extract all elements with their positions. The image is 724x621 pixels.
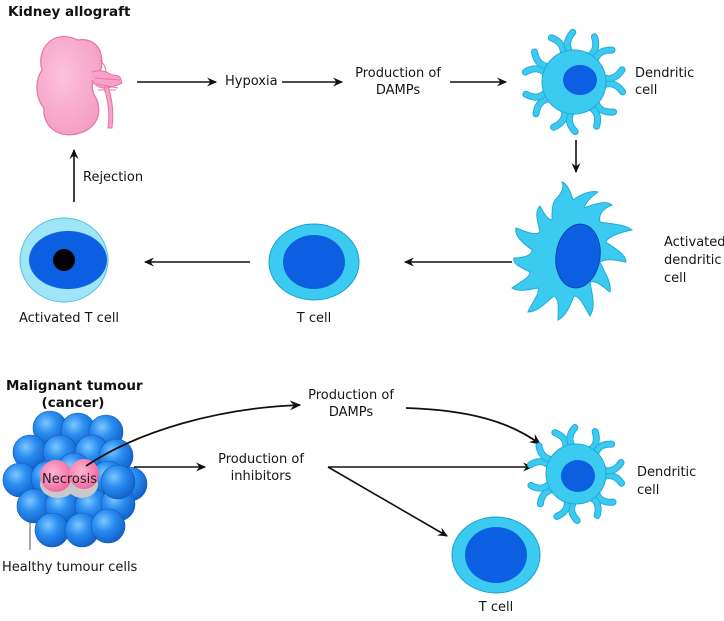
rejection-label: Rejection bbox=[83, 170, 144, 185]
nucleus bbox=[561, 460, 595, 492]
inhibitors-label-1: Production of bbox=[218, 452, 304, 467]
necrotic-cell bbox=[69, 459, 99, 489]
healthy-tumour-cells-label: Healthy tumour cells bbox=[2, 560, 138, 575]
damps-label-top-2: DAMPs bbox=[375, 83, 421, 98]
arrow-inhibitors-to-tcell bbox=[327, 466, 448, 537]
dendritic-label-top-2: cell bbox=[635, 83, 658, 98]
activated-dc-label-1: Activated bbox=[664, 235, 724, 250]
dendritic-cell-bottom-icon bbox=[526, 424, 626, 524]
activated-dc-label-3: cell bbox=[664, 271, 687, 286]
dendritic-cell-icon bbox=[521, 28, 627, 136]
tumour-cell bbox=[34, 512, 70, 548]
necrotic-cell bbox=[40, 460, 72, 492]
kidney-icon bbox=[36, 36, 123, 136]
nucleus bbox=[563, 65, 597, 95]
inhibitors-label-2: inhibitors bbox=[230, 469, 292, 484]
damps-label-bottom-1: Production of bbox=[308, 388, 394, 403]
activated-t-cell-label: Activated T cell bbox=[18, 311, 120, 326]
tumour-cluster-icon bbox=[2, 410, 148, 548]
kidney-allograft-title: Kidney allograft bbox=[8, 4, 131, 20]
damps-label-top-1: Production of bbox=[355, 66, 441, 81]
arrow-damps-to-dendritic-bottom bbox=[405, 407, 542, 445]
arrow-necrosis-to-damps bbox=[85, 400, 302, 467]
dendritic-label-bottom-2: cell bbox=[637, 483, 660, 498]
activated-dendritic-cell-icon bbox=[511, 181, 634, 321]
hypoxia-label: Hypoxia bbox=[225, 74, 278, 89]
dendritic-label-bottom-1: Dendritic bbox=[637, 465, 697, 480]
dendritic-label-top-1: Dendritic bbox=[635, 66, 695, 81]
t-cell-label-top: T cell bbox=[296, 311, 332, 326]
necrosis-label: Necrosis bbox=[42, 472, 98, 487]
t-cell-bottom-icon bbox=[451, 516, 541, 594]
damps-label-bottom-2: DAMPs bbox=[328, 405, 374, 420]
t-cell-label-bottom: T cell bbox=[478, 600, 514, 615]
malignant-tumour-title-1: Malignant tumour bbox=[6, 378, 143, 394]
tumour-cell bbox=[100, 464, 136, 500]
activated-t-cell-icon bbox=[19, 217, 109, 303]
activated-dc-label-2: dendritic bbox=[664, 253, 722, 268]
malignant-tumour-title-2: (cancer) bbox=[41, 395, 105, 411]
tumour-cell bbox=[90, 508, 126, 544]
t-cell-icon bbox=[268, 223, 360, 301]
